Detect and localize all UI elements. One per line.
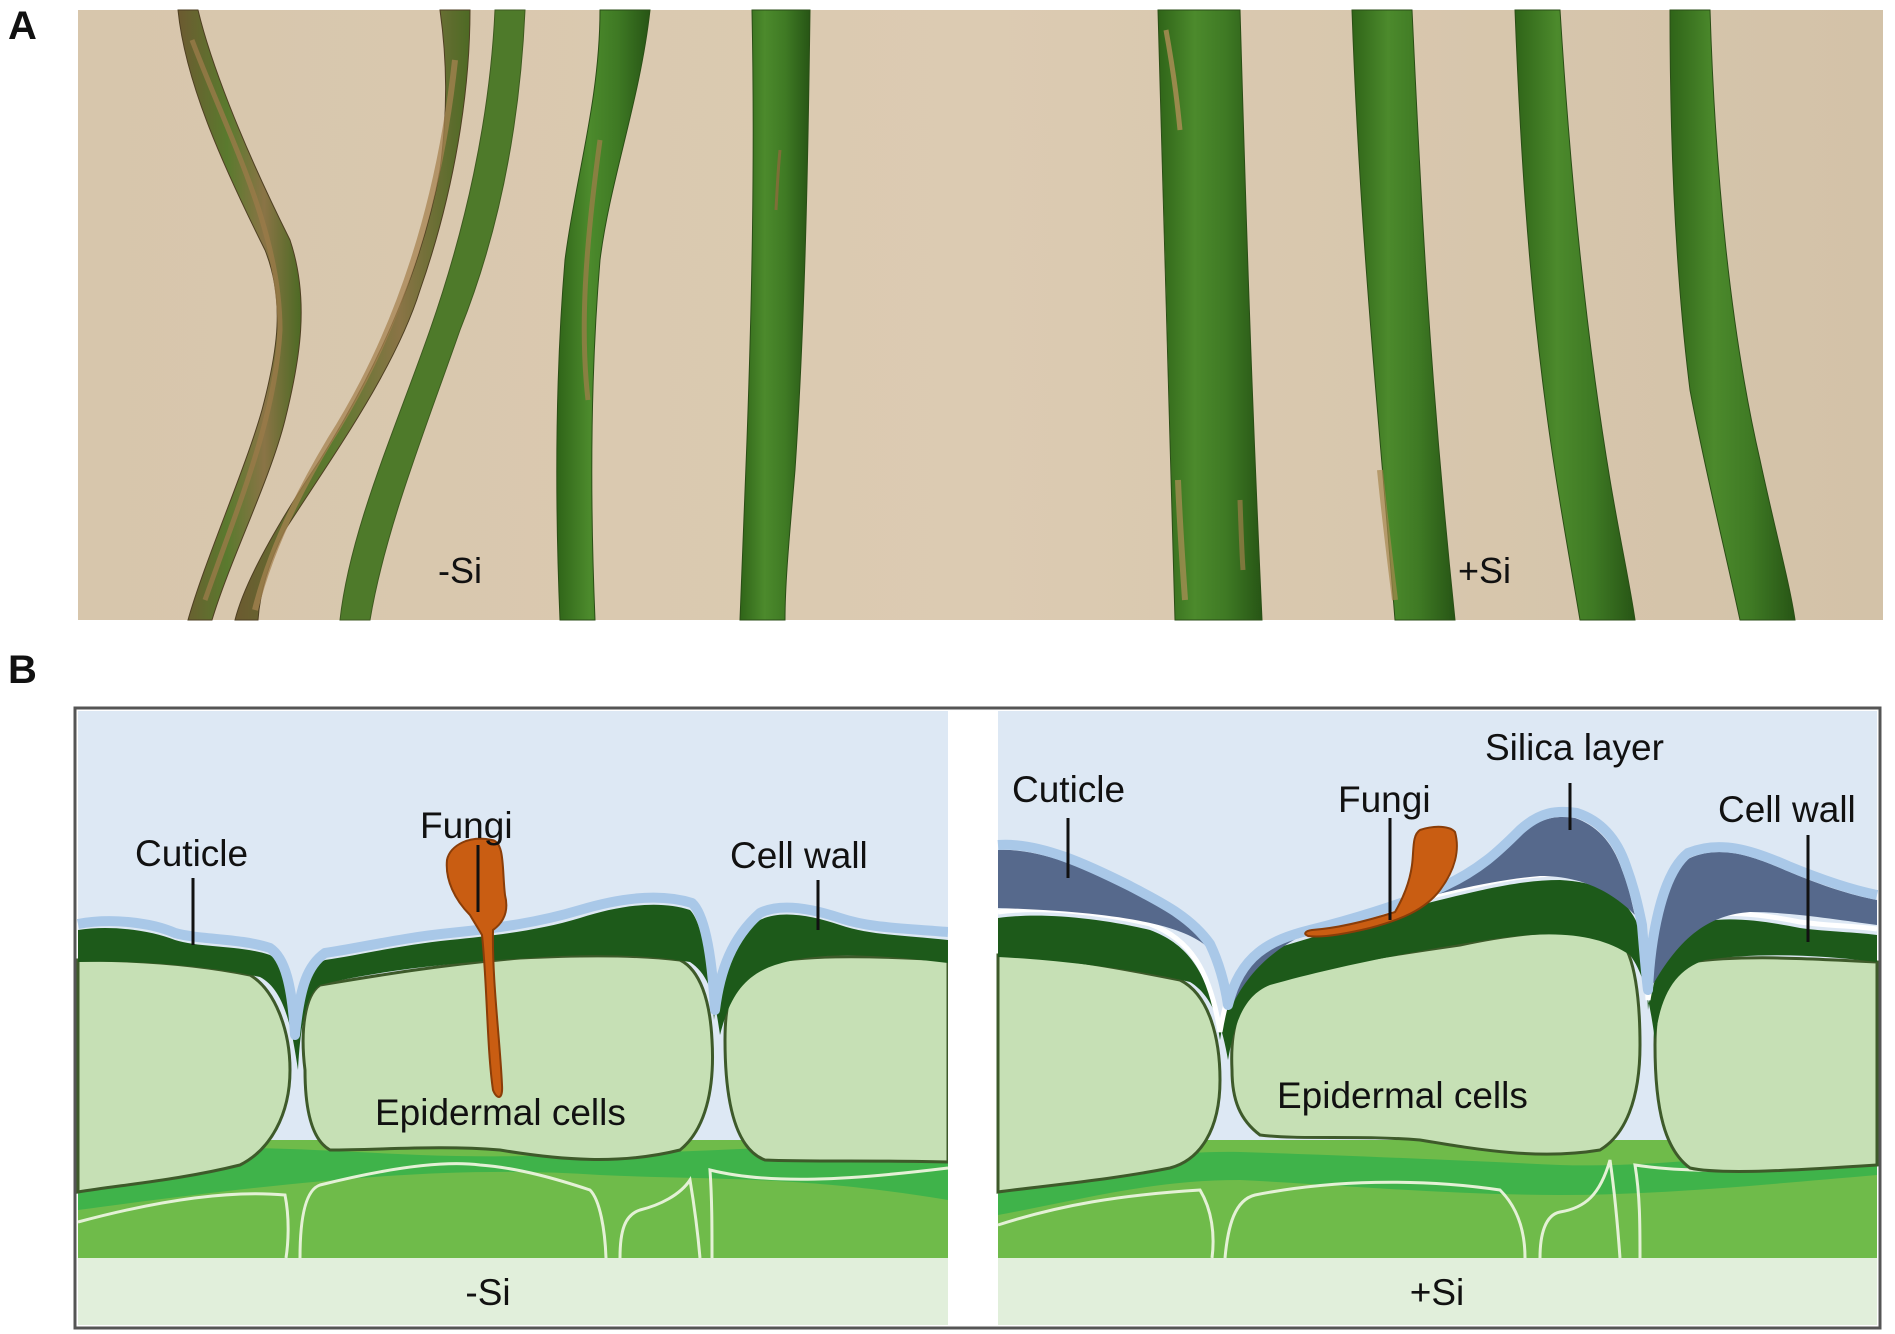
mesophyll-cell-outline [1538, 1159, 1622, 1259]
footer-left [78, 1258, 948, 1325]
leaf-si-minus-3 [339, 9, 526, 621]
footer-right [998, 1258, 1877, 1325]
diagram-right-plus-si: Cuticle Fungi Silica layer Cell wall Epi… [996, 711, 1879, 1325]
label-epidermal-right: Epidermal cells [1277, 1075, 1528, 1116]
cell-wall-right [998, 880, 1877, 1060]
lesion-streak [1175, 479, 1188, 601]
photo-label-minus-si: -Si [438, 550, 482, 591]
panel-a-letter: A [8, 4, 37, 48]
lesion-streak [774, 149, 782, 211]
lesion-streak [252, 59, 458, 611]
leaf-si-plus-1 [1157, 9, 1263, 621]
label-fungi-right: Fungi [1338, 779, 1431, 820]
mesophyll-cell-outline [997, 1188, 1215, 1259]
silica-layer-left-lobe [998, 849, 1205, 945]
cuticle-right [997, 806, 1878, 1010]
footer-label-minus-si: -Si [465, 1272, 510, 1313]
label-cellwall-right: Cell wall [1718, 789, 1856, 830]
label-cuticle-right: Cuticle [1012, 769, 1125, 810]
lesion-streak [1237, 499, 1246, 571]
mesophyll-cell-outline [298, 1162, 608, 1259]
panel-b-letter: B [8, 648, 37, 692]
epidermal-cell [723, 955, 950, 1164]
mesophyll-cell-outline [1223, 1180, 1527, 1259]
lesion-streak [1377, 469, 1398, 601]
mesophyll-cell-outline [77, 1192, 290, 1259]
panel-a-photo: -Si +Si [78, 9, 1883, 621]
lesion-streak [1163, 29, 1183, 131]
panel-b-diagram: Cuticle Fungi Cell wall Epidermal cells … [73, 706, 1882, 1330]
fungus-left [445, 837, 508, 1098]
lesion-streak [581, 139, 603, 401]
mesophyll-bright-left [78, 1140, 948, 1210]
leaf-si-plus-4 [1669, 9, 1796, 621]
mesophyll-bright-right [998, 1140, 1877, 1215]
footer-label-plus-si: +Si [1410, 1272, 1465, 1313]
diagram-left-minus-si: Cuticle Fungi Cell wall Epidermal cells … [76, 711, 950, 1325]
leaf-si-plus-2 [1351, 9, 1456, 621]
label-silica-right: Silica layer [1485, 727, 1664, 768]
epidermal-cell [1653, 956, 1879, 1173]
silica-layer-right-lobe [1649, 851, 1877, 990]
silica-layer-main [1230, 816, 1635, 1010]
label-cuticle-left: Cuticle [135, 833, 248, 874]
fungus-right [1304, 825, 1458, 938]
epidermal-cell [301, 954, 714, 1161]
photo-label-plus-si: +Si [1458, 550, 1511, 591]
label-cellwall-left: Cell wall [730, 835, 868, 876]
leaf-si-minus-4 [556, 9, 651, 621]
panel-gap [948, 711, 998, 1325]
epidermal-cell [996, 953, 1222, 1194]
cell-wall-left [78, 904, 948, 1070]
mesophyll-cell-outline [708, 1166, 949, 1259]
label-epidermal-left: Epidermal cells [375, 1092, 626, 1133]
leaf-si-plus-3 [1514, 9, 1636, 621]
leaf-si-minus-5 [739, 9, 811, 621]
lesion-streak [189, 39, 283, 601]
mesophyll-cell-outline [618, 1176, 702, 1259]
cuticle-left [77, 892, 949, 1040]
label-fungi-left: Fungi [420, 805, 513, 846]
